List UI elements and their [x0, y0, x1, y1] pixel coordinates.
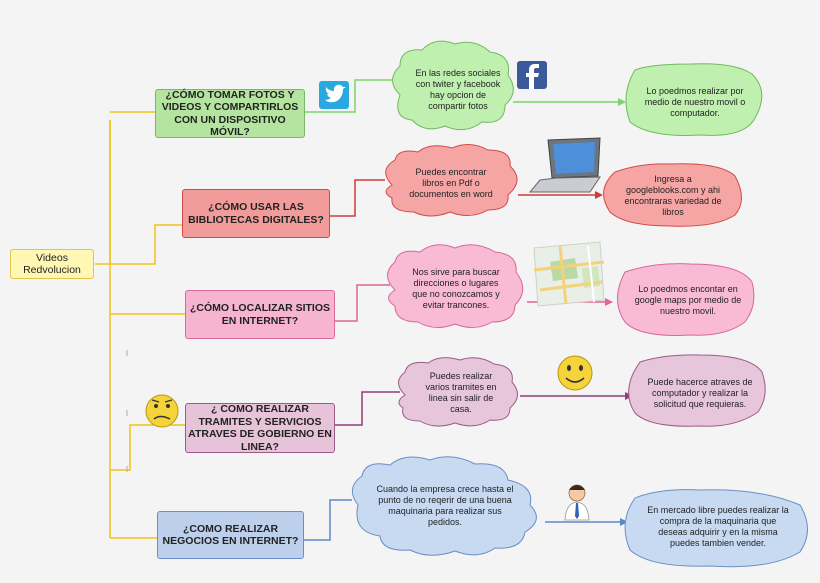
- idea-text-4: Puedes realizar varios tramites en linea…: [425, 371, 497, 414]
- result-shape-3: [617, 263, 755, 336]
- facebook-icon: [517, 61, 547, 89]
- question-text-4: ¿ COMO REALIZAR TRAMITES Y SERVICIOS ATR…: [188, 403, 332, 453]
- worried-face-icon: [145, 394, 179, 428]
- question-box-4: ¿ COMO REALIZAR TRAMITES Y SERVICIOS ATR…: [185, 403, 335, 453]
- result-text-3: Lo poedmos encontar en google maps por m…: [634, 283, 742, 316]
- trunk-connectors: [95, 111, 185, 539]
- idea-text-2: Puedes encontrar libros en Pdf o documen…: [409, 166, 493, 199]
- laptop-icon: [528, 137, 601, 193]
- businessman-icon: [564, 484, 590, 521]
- smiley-face-icon: [557, 355, 593, 391]
- branch-1-connectors: [305, 79, 626, 113]
- result-shape-2: [603, 163, 742, 227]
- result-shape-5: [624, 489, 808, 568]
- connector-branch-4: [110, 424, 185, 471]
- root-label: Videos Redvolucion: [23, 252, 81, 276]
- result-text-1: Lo poedmos realizar por medio de nuestro…: [644, 85, 746, 118]
- idea-cloud-2: [385, 144, 518, 217]
- idea-cloud-3: [387, 244, 524, 328]
- question-text-1: ¿CÓMO TOMAR FOTOS Y VIDEOS Y COMPARTIRLO…: [161, 88, 299, 139]
- question-text-2: ¿CÓMO USAR LAS BIBLIOTECAS DIGITALES?: [188, 201, 324, 226]
- idea-cloud-4: [398, 357, 518, 427]
- question-box-5: ¿COMO REALIZAR NEGOCIOS EN INTERNET?: [157, 511, 304, 559]
- question-box-3: ¿CÓMO LOCALIZAR SITIOS EN INTERNET?: [185, 290, 335, 339]
- question-text-5: ¿COMO REALIZAR NEGOCIOS EN INTERNET?: [162, 522, 299, 548]
- result-text-4: Puede hacerce atraves de computador y re…: [647, 376, 753, 409]
- idea-cloud-1: [392, 40, 514, 131]
- twitter-icon: [319, 81, 349, 109]
- branch-5-connectors: [304, 499, 628, 541]
- result-text-5: En mercado libre puedes realizar la comp…: [647, 505, 789, 548]
- root-node: Videos Redvolucion: [10, 249, 94, 279]
- idea-text-3: Nos sirve para buscar direcciones o luga…: [412, 267, 500, 310]
- map-icon: [533, 241, 605, 307]
- result-shape-1: [625, 63, 763, 136]
- idea-text-5: Cuando la empresa crece hasta el punto d…: [376, 484, 514, 527]
- result-shape-4: [628, 354, 766, 427]
- idea-text-1: En las redes sociales con twiter y faceb…: [415, 68, 501, 111]
- question-text-3: ¿CÓMO LOCALIZAR SITIOS EN INTERNET?: [190, 302, 330, 327]
- idea-cloud-5: [351, 456, 537, 556]
- question-box-1: ¿CÓMO TOMAR FOTOS Y VIDEOS Y COMPARTIRLO…: [155, 89, 305, 138]
- question-box-2: ¿CÓMO USAR LAS BIBLIOTECAS DIGITALES?: [182, 189, 330, 238]
- result-text-2: Ingresa a googleblooks.com y ahi encontr…: [624, 174, 722, 217]
- branch-2-connectors: [330, 179, 603, 217]
- connector-branch-2: [110, 224, 182, 265]
